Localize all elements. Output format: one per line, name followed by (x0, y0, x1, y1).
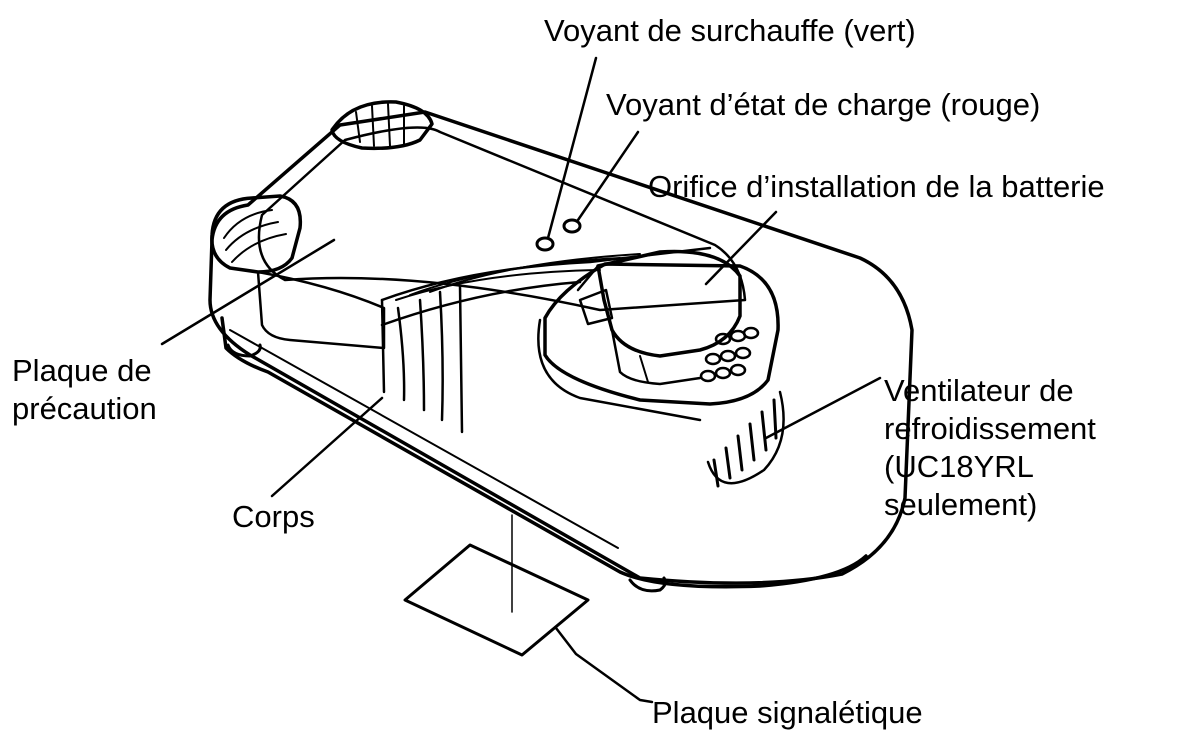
leader-lines (160, 56, 882, 704)
foot-right (628, 576, 667, 593)
warning-plate-label-line-1: Plaque de (12, 353, 152, 388)
leader-signaletique (554, 626, 654, 704)
back-corner-bump (330, 100, 434, 151)
leader-etat (576, 130, 640, 222)
overheat-lamp-label: Voyant de surchauffe (vert) (544, 13, 916, 48)
left-corner-bump (210, 194, 303, 274)
leader-orifice (704, 210, 778, 286)
cooling-fan-label-line-2: refroidissement (884, 411, 1096, 446)
leader-ventilateur (764, 376, 882, 440)
overheat-lamp (535, 236, 555, 252)
cooling-fan-label-line-3: (UC18YRL (884, 449, 1034, 484)
cooling-fan-label-line-1: Ventilateur de (884, 373, 1074, 408)
charge-lamp (562, 218, 582, 234)
charge-lamp-label: Voyant d’état de charge (rouge) (606, 87, 1041, 122)
leader-corps (270, 396, 384, 498)
rating-plate (403, 543, 590, 657)
contact-holes (699, 326, 760, 383)
cooling-fan-label: Ventilateur de refroidissement (UC18YRL … (884, 372, 1096, 524)
warning-plate-label: Plaque de précaution (12, 352, 157, 428)
warning-plate-label-line-2: précaution (12, 391, 157, 426)
leader-precaution (160, 238, 336, 346)
battery-socket-well (543, 262, 780, 406)
top-surface-rim (257, 126, 747, 312)
battery-socket-label: Orifice d’installation de la batterie (648, 169, 1105, 204)
base-lower-shell (220, 316, 868, 589)
leader-surchauffe (546, 56, 598, 240)
warning-plate-panel (256, 270, 386, 350)
cooling-fan-label-line-4: seulement) (884, 487, 1038, 522)
ribbed-channel (380, 246, 712, 434)
cooling-fan-vents (706, 390, 785, 488)
charger-body-outline (208, 110, 914, 585)
foot-left (226, 343, 262, 358)
body-label: Corps (232, 499, 315, 534)
rating-plate-label: Plaque signalétique (652, 695, 923, 730)
